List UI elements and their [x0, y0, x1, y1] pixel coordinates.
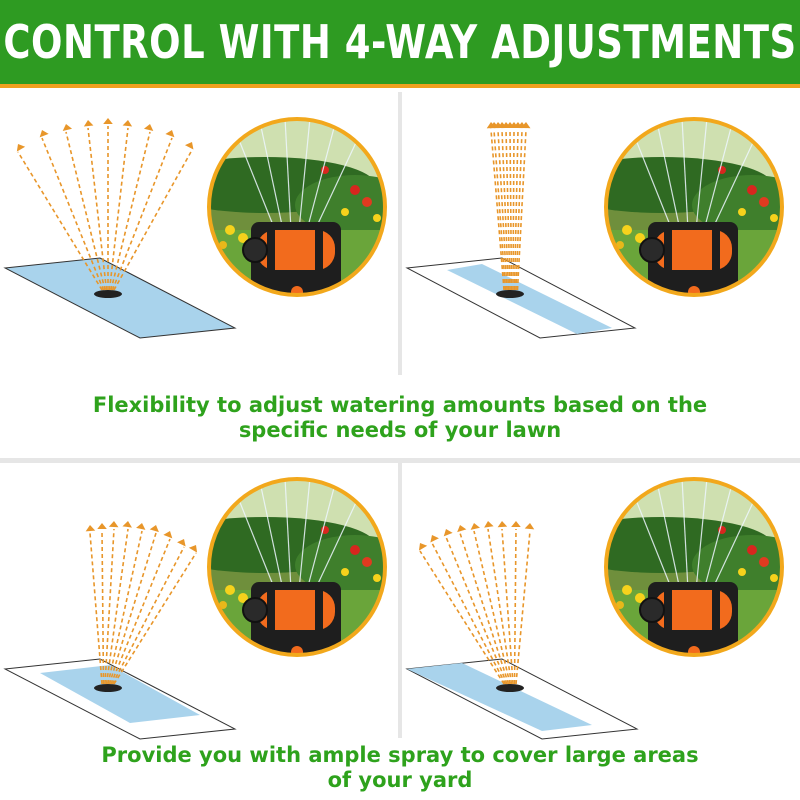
spray-diagram-straight: [405, 122, 637, 339]
spray-arrow-icon: [16, 118, 194, 291]
header-banner: CONTROL WITH 4-WAY ADJUSTMENTS: [0, 0, 800, 88]
lawn-strip-icon: [3, 257, 237, 339]
caption-bottom-line1: Provide you with ample spray to cover la…: [101, 743, 699, 767]
spray-arrow-icon: [486, 122, 531, 291]
caption-top-line1: Flexibility to adjust watering amounts b…: [92, 393, 708, 417]
sprinkler-photo-icon: [207, 477, 387, 657]
sprinkler-photo-icon: [207, 117, 387, 297]
spray-diagram-tilt-right: [3, 521, 237, 740]
sprinkler-photo-icon: [604, 477, 784, 657]
caption-bottom-line2: of your yard: [327, 768, 473, 792]
caption-bottom: Provide you with ample spray to cover la…: [0, 743, 800, 793]
page-title: CONTROL WITH 4-WAY ADJUSTMENTS: [3, 15, 797, 69]
grid-divider-vertical-top: [398, 92, 402, 375]
grid-divider-horizontal: [0, 458, 800, 463]
sprinkler-photo-icon: [604, 117, 784, 297]
spray-diagram-tilt-left: [405, 521, 639, 740]
spray-arrow-icon: [418, 521, 535, 685]
caption-top: Flexibility to adjust watering amounts b…: [0, 393, 800, 443]
spray-arrow-icon: [85, 521, 198, 685]
grid-divider-vertical-bottom: [398, 463, 402, 738]
spray-diagram-wide: [3, 118, 237, 339]
caption-top-line2: specific needs of your lawn: [238, 418, 562, 442]
